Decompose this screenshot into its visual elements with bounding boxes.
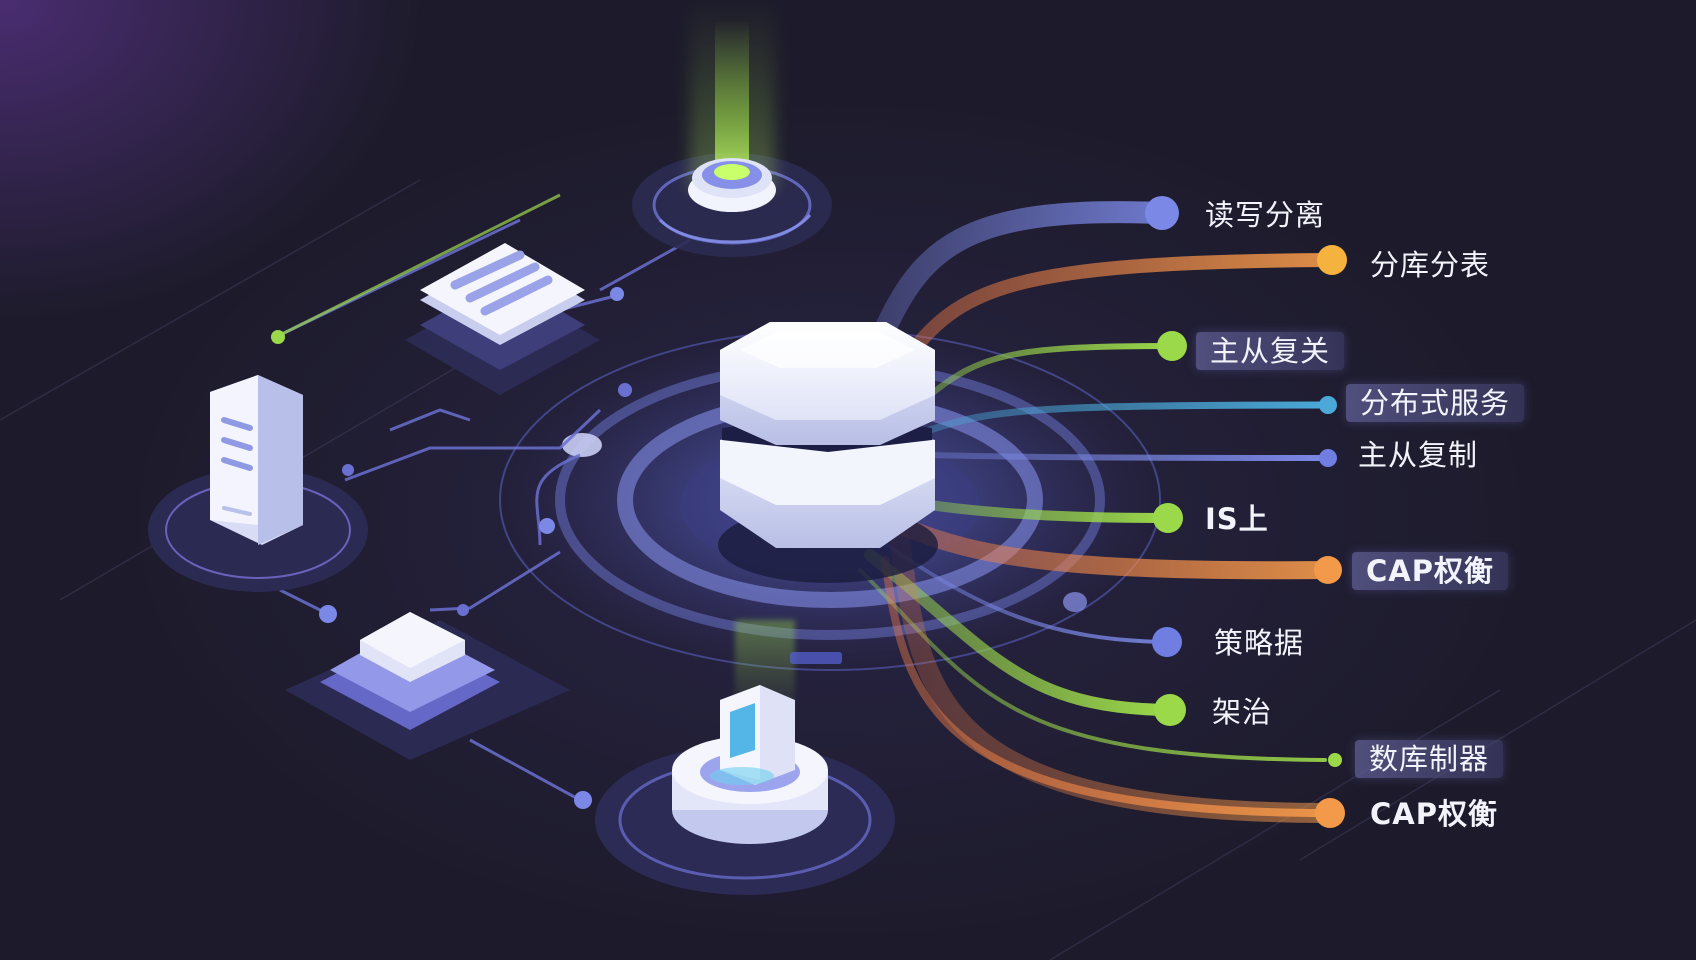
database-hub-icon xyxy=(718,322,938,583)
green-link xyxy=(279,193,561,337)
document-card-icon xyxy=(405,243,600,395)
cache-node-icon xyxy=(285,612,570,760)
label-master-slave-replication: 主从复制 xyxy=(1358,438,1479,472)
hub-indicator xyxy=(790,652,842,664)
label-read-write-split: 读写分离 xyxy=(1205,198,1326,232)
label-distributed-service: 分布式服务 xyxy=(1346,384,1525,422)
connectors xyxy=(858,201,1337,823)
label-database-controller: 数库制器 xyxy=(1355,740,1504,778)
label-strategy: 策略据 xyxy=(1214,626,1305,660)
label-is: IS上 xyxy=(1205,502,1269,536)
label-cap-tradeoff-1: CAP权衡 xyxy=(1352,552,1508,590)
beam-node-icon xyxy=(632,0,832,257)
connector-dots xyxy=(1145,196,1347,828)
server-tower-icon xyxy=(148,375,368,592)
label-cap-tradeoff-2: CAP权衡 xyxy=(1370,797,1498,831)
label-sharding: 分库分表 xyxy=(1370,248,1491,282)
label-architecture: 架治 xyxy=(1212,695,1273,729)
network-dots xyxy=(271,287,632,809)
monitor-node-icon xyxy=(595,620,895,895)
label-master-slave-relation: 主从复关 xyxy=(1196,332,1345,370)
